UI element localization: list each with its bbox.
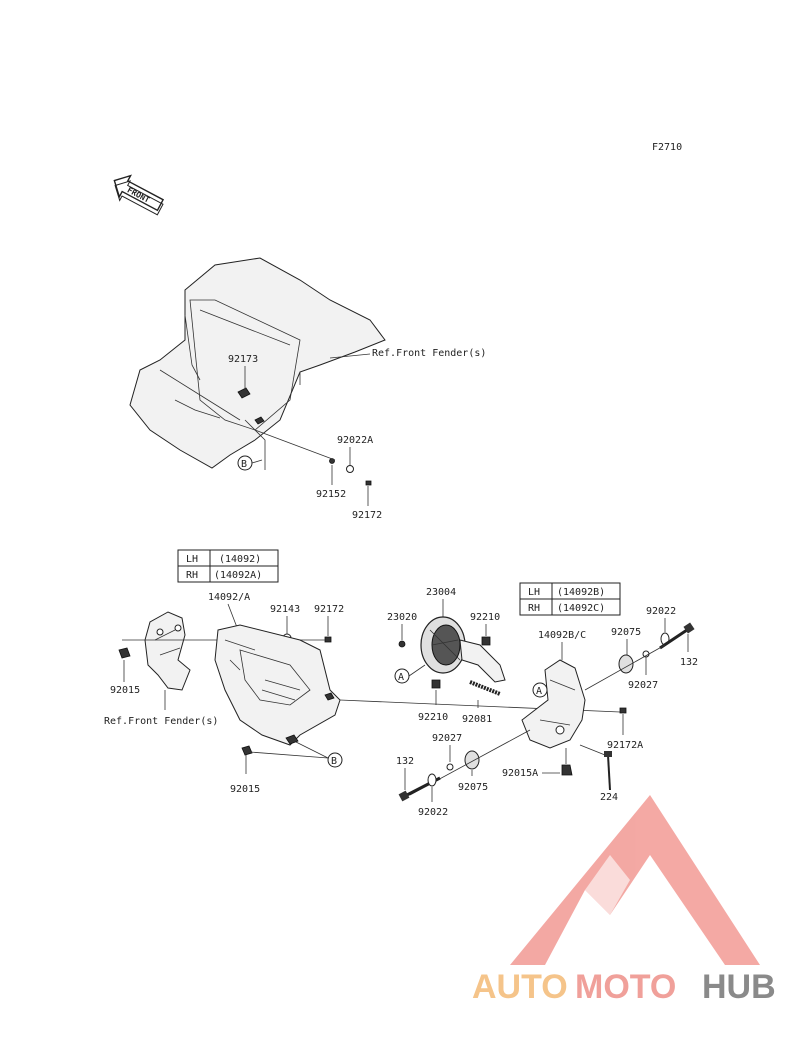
part-92172a: 92172A	[607, 740, 643, 751]
watermark-auto: AUTO	[472, 968, 568, 1006]
circle-a-right-label: A	[536, 686, 542, 697]
bolt-224	[604, 751, 612, 791]
watermark-moto: MOTO	[575, 968, 676, 1006]
part-92022-bottom: 92022	[418, 807, 448, 818]
circle-a-left-label: A	[398, 672, 404, 683]
part-92022-top: 92022	[646, 606, 676, 617]
table-left: LH (14092) RH (14092A)	[177, 549, 279, 583]
circle-b-top-label: B	[241, 459, 247, 470]
part-92015a: 92015A	[502, 768, 538, 779]
table-left-row2-side: RH	[186, 570, 198, 581]
part-92172-left: 92172	[314, 604, 344, 615]
table-right-row1-code: (14092B)	[557, 587, 605, 598]
part-23020: 23020	[387, 612, 417, 623]
part-23004: 23004	[426, 587, 456, 598]
part-92172-top: 92172	[352, 510, 382, 521]
part-92173: 92173	[228, 354, 258, 365]
watermark-hub: HUB	[702, 968, 776, 1006]
part-92027-bottom: 92027	[432, 733, 462, 744]
part-132-left: 132	[396, 756, 414, 767]
part-92075-bottom: 92075	[458, 782, 488, 793]
part-92015-left: 92015	[110, 685, 140, 696]
part-92081: 92081	[462, 714, 492, 725]
table-right-row2-code: (14092C)	[557, 603, 605, 614]
table-right-row2-side: RH	[528, 603, 540, 614]
part-14092a: 14092/A	[208, 592, 250, 603]
table-left-row2-code: (14092A)	[214, 570, 262, 581]
ref-circle-a-right	[532, 682, 548, 698]
table-left-row1-code: (14092)	[219, 554, 261, 565]
part-224: 224	[600, 792, 618, 803]
cowl-assembly	[129, 257, 386, 470]
front-arrow-icon: FRONT	[113, 174, 165, 216]
part-132-right: 132	[680, 657, 698, 668]
part-92210-top: 92210	[470, 612, 500, 623]
part-92022a: 92022A	[337, 435, 373, 446]
part-92210-bottom: 92210	[418, 712, 448, 723]
part-92152: 92152	[316, 489, 346, 500]
part-92075-top: 92075	[611, 627, 641, 638]
circle-b-bottom-label: B	[331, 756, 337, 767]
right-mount-bracket	[521, 659, 586, 749]
ref-circle-b-bottom	[327, 752, 343, 768]
table-left-row1-side: LH	[186, 554, 198, 565]
part-92027-right: 92027	[628, 680, 658, 691]
left-mount-bracket	[144, 611, 191, 691]
headlight-unit	[420, 616, 506, 683]
ref-front-fender-left: Ref.Front Fender(s)	[104, 716, 218, 727]
part-14092bc: 14092B/C	[538, 630, 586, 641]
headlight-housing	[214, 624, 341, 746]
diagram-code: F2710	[652, 142, 682, 153]
table-right: LH (14092B) RH (14092C)	[519, 582, 621, 616]
adjuster-spring	[469, 680, 501, 696]
ref-front-fender-top: Ref.Front Fender(s)	[372, 348, 486, 359]
watermark-logo-icon	[510, 795, 760, 965]
table-right-row1-side: LH	[528, 587, 540, 598]
part-92015-bottom: 92015	[230, 784, 260, 795]
bolt-132-right	[659, 622, 695, 650]
part-92143: 92143	[270, 604, 300, 615]
